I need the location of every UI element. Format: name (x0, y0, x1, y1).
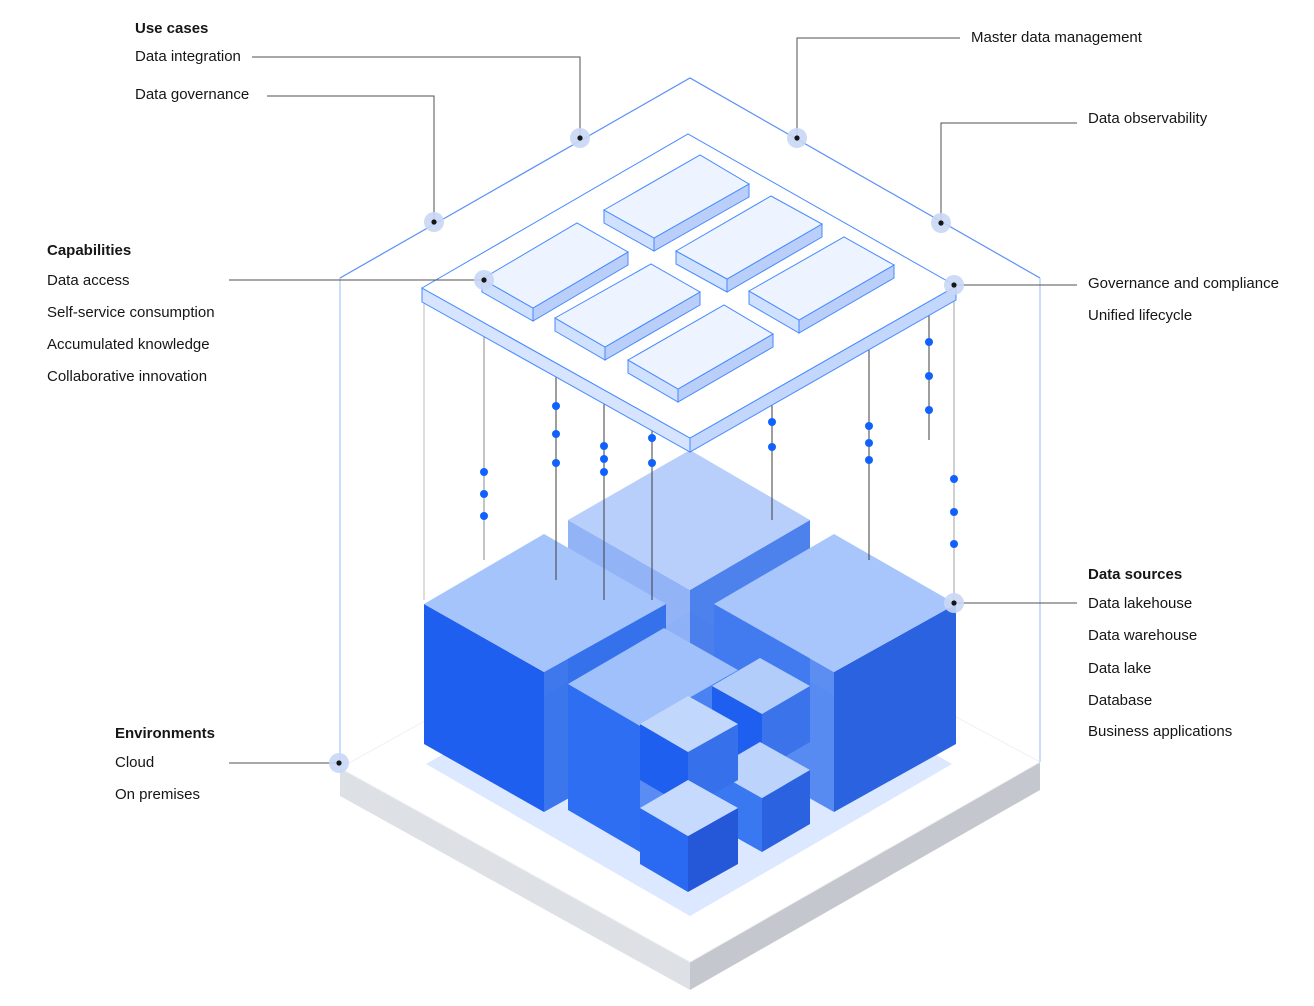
anchor-environments (329, 753, 349, 773)
capability-tiles (481, 154, 896, 403)
fabric-wireframe (339, 77, 1041, 768)
tile-1 (602, 154, 750, 252)
tile-5 (553, 263, 702, 361)
cube-small-4 (640, 780, 738, 892)
data-source-lakehouse: Data lakehouse (1088, 595, 1193, 612)
tile-2 (674, 195, 824, 293)
capabilities-heading: Capabilities (47, 242, 132, 259)
capability-self-service: Self-service consumption (47, 304, 215, 321)
environments-heading: Environments (115, 725, 216, 742)
data-source-database: Database (1088, 692, 1153, 709)
environment-on-premises: On premises (115, 786, 201, 803)
anchor-data-integration (570, 128, 590, 148)
anchor-governance (944, 275, 964, 295)
use-case-data-integration: Data integration (135, 48, 241, 65)
anchor-capabilities (474, 270, 494, 290)
data-source-business-applications: Business applications (1088, 723, 1233, 740)
use-cases-heading: Use cases (135, 20, 209, 37)
unified-lifecycle: Unified lifecycle (1088, 307, 1193, 324)
anchor-master-data (787, 128, 807, 148)
capability-collaborative-innovation: Collaborative innovation (47, 368, 208, 385)
use-case-data-governance: Data governance (135, 86, 250, 103)
data-source-lake: Data lake (1088, 660, 1152, 677)
use-case-data-observability: Data observability (1088, 110, 1208, 127)
use-case-master-data-management: Master data management (971, 29, 1142, 46)
tile-4 (481, 222, 629, 322)
data-sources-heading: Data sources (1088, 566, 1183, 583)
capability-data-access: Data access (47, 272, 130, 289)
capability-accumulated-knowledge: Accumulated knowledge (47, 336, 210, 353)
environment-cloud: Cloud (115, 754, 155, 771)
anchor-data-governance (424, 212, 444, 232)
data-source-warehouse: Data warehouse (1088, 627, 1198, 644)
connector-dots (480, 338, 958, 548)
anchor-observability (931, 213, 951, 233)
leader-lines (229, 37, 1077, 764)
tile-6 (626, 304, 774, 403)
governance-and-compliance: Governance and compliance (1088, 275, 1279, 292)
anchor-data-sources (944, 593, 964, 613)
tile-3 (747, 236, 896, 334)
anchor-points (329, 128, 964, 773)
